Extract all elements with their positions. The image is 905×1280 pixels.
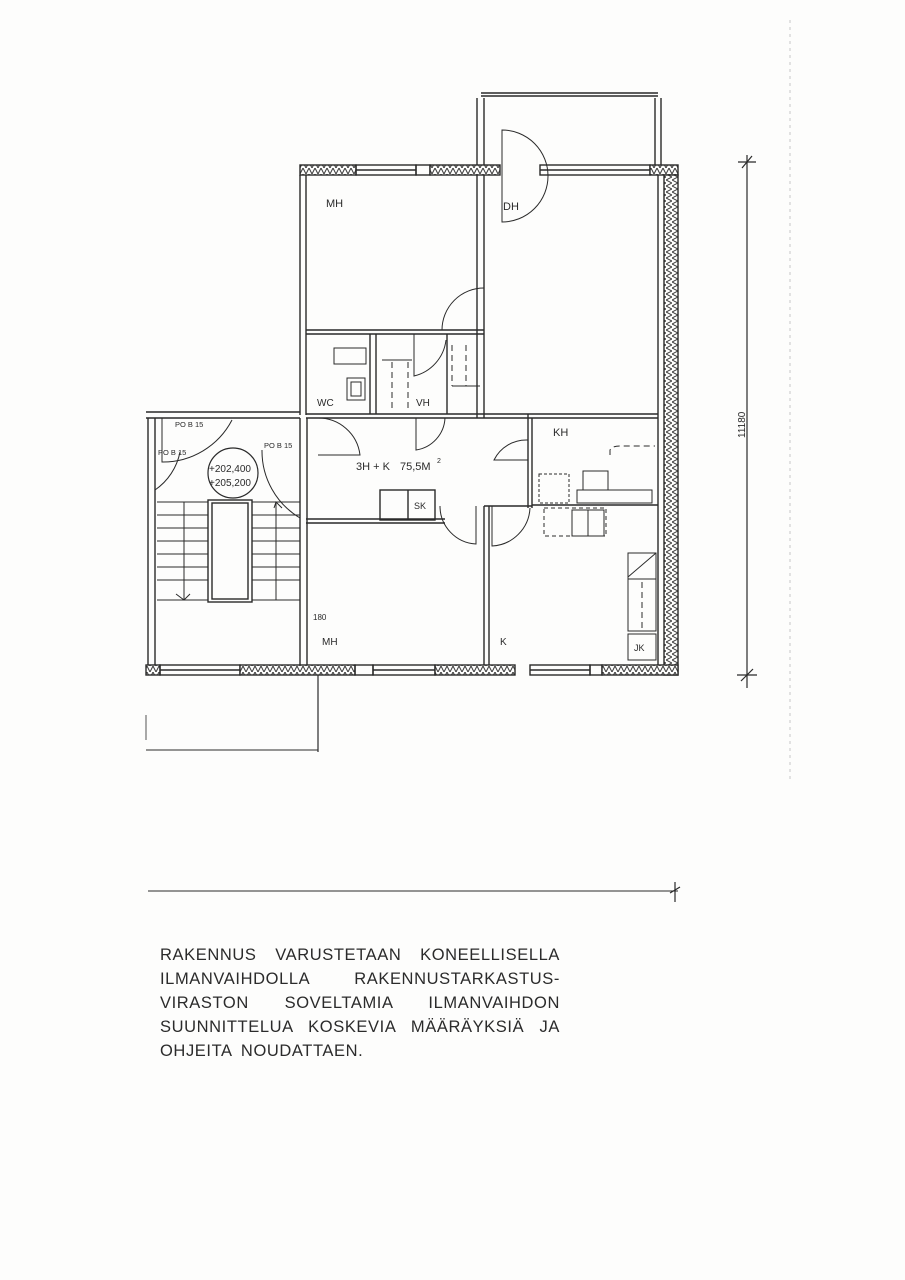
ventilation-note: RAKENNUS VARUSTETAAN KONEELLISELLA ILMAN… [160, 943, 560, 1063]
room-label-jk: JK [634, 643, 645, 653]
walls [145, 20, 791, 902]
room-labels: MH DH WC VH KH SK MH K JK 3H + K 75,5M 2… [158, 198, 748, 653]
room-label-k: K [500, 637, 507, 648]
floor-level-lower: +205,200 [209, 478, 251, 489]
room-label-vh: VH [416, 398, 430, 409]
door-code-label-2: PO B 15 [158, 448, 186, 457]
bottom-exterior-wall [145, 664, 679, 676]
room-label-mh-bottom: MH [322, 637, 338, 648]
note-line-5: OHJEITA NOUDATTAEN. [160, 1042, 364, 1060]
kitchen-fixtures [538, 445, 657, 661]
note-line-4: SUUNNITTELUA KOSKEVIA MÄÄRÄYKSIÄ JA [160, 1018, 560, 1036]
apartment-area-superscript: 2 [437, 458, 441, 465]
apartment-type-label: 3H + K [356, 461, 391, 473]
balcony [476, 92, 662, 418]
dimension-lines [148, 20, 791, 902]
room-label-dh: DH [503, 201, 519, 213]
note-line-1: RAKENNUS VARUSTETAAN KONEELLISELLA [160, 946, 560, 964]
door-code-label-1: PO B 15 [175, 420, 203, 429]
top-exterior-wall [299, 164, 679, 176]
room-label-kh: KH [553, 427, 568, 439]
interior-walls [306, 329, 658, 665]
stairwell [145, 411, 319, 752]
note-line-3: VIRASTON SOVELTAMIA ILMANVAIHDON [160, 994, 560, 1012]
doors [317, 129, 549, 547]
room-label-sk: SK [414, 501, 426, 511]
opening-dimension-label: 180 [313, 613, 327, 622]
room-label-mh-top: MH [326, 198, 343, 210]
note-line-2: ILMANVAIHDOLLA RAKENNUSTARKASTUS- [160, 970, 560, 988]
door-code-label-3: PO B 15 [264, 441, 292, 450]
vertical-dimension-label: 11180 [737, 411, 748, 438]
bathroom-fixtures [333, 345, 480, 412]
room-label-wc: WC [317, 398, 334, 409]
apartment-area-label: 75,5M [400, 461, 431, 473]
right-exterior-wall [663, 174, 679, 676]
floor-level-upper: +202,400 [209, 464, 251, 475]
